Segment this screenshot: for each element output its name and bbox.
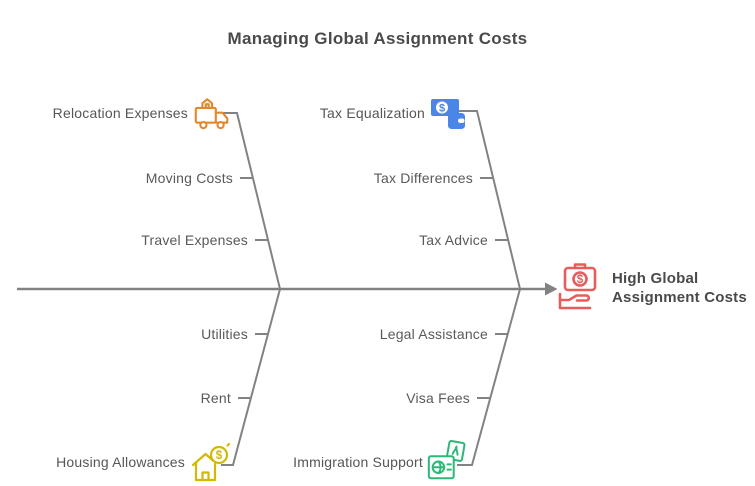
item-legal-assistance: Legal Assistance xyxy=(379,326,488,342)
item-moving-costs: Moving Costs xyxy=(145,170,233,186)
branch-top-right-line xyxy=(457,110,521,290)
currency-exchange-icon: $ xyxy=(431,99,465,129)
category-tax-equalization: Tax Equalization xyxy=(319,105,425,121)
moving-truck-icon xyxy=(194,98,229,130)
item-utilities: Utilities xyxy=(201,326,248,342)
bone-group xyxy=(17,110,545,466)
branch-top-left-line xyxy=(222,112,281,290)
item-rent: Rent xyxy=(200,390,231,406)
spine-arrowhead xyxy=(545,282,558,296)
branch-bottom-left-line xyxy=(221,288,281,466)
item-travel-expenses: Travel Expenses xyxy=(141,232,248,248)
category-housing-allowances: Housing Allowances xyxy=(56,454,185,470)
svg-text:$: $ xyxy=(439,102,445,114)
effect-label-line1: High Global xyxy=(612,270,699,287)
diagram-title: Managing Global Assignment Costs xyxy=(227,29,528,48)
svg-text:$: $ xyxy=(577,274,584,286)
item-tax-advice: Tax Advice xyxy=(419,232,488,248)
branch-bottom-right-line xyxy=(457,288,521,466)
effect-label: High Global Assignment Costs xyxy=(612,269,747,307)
category-relocation-expenses: Relocation Expenses xyxy=(52,105,188,121)
house-coin-icon: $ xyxy=(191,442,230,482)
item-tax-differences: Tax Differences xyxy=(373,170,473,186)
effect-label-line2: Assignment Costs xyxy=(612,289,747,306)
item-visa-fees: Visa Fees xyxy=(406,390,470,406)
category-immigration-support: Immigration Support xyxy=(293,454,423,470)
briefcase-hand-icon: $ xyxy=(558,263,597,310)
svg-text:$: $ xyxy=(216,450,223,462)
passport-stamp-icon xyxy=(427,439,466,480)
